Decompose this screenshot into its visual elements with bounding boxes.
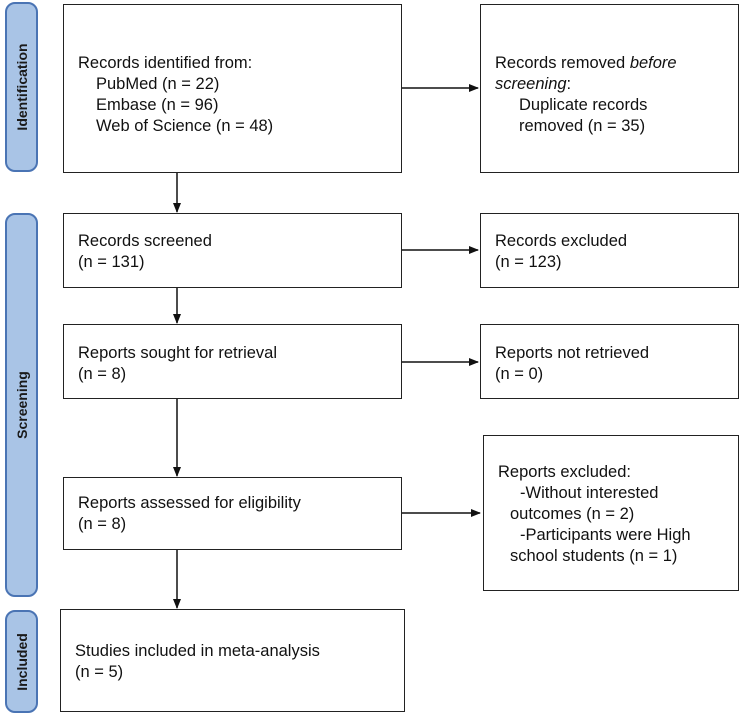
reports-excluded-title: Reports excluded: (498, 463, 631, 481)
records-removed-box: Records removed before screening: Duplic… (480, 4, 739, 173)
records-excluded-count: (n = 123) (495, 253, 562, 271)
records-removed-detail-1: Duplicate records (519, 96, 648, 114)
reports-not-retrieved-title: Reports not retrieved (495, 344, 650, 362)
reports-sought-count: (n = 8) (78, 365, 127, 383)
reports-excluded-box: Reports excluded: -Without interested ou… (483, 435, 739, 591)
phase-screening: Screening (5, 213, 38, 597)
records-screened-count: (n = 131) (78, 253, 145, 271)
studies-included-count: (n = 5) (75, 663, 124, 681)
source-pubmed: PubMed (n = 22) (96, 75, 220, 93)
phase-included: Included (5, 610, 38, 713)
reports-assessed-count: (n = 8) (78, 515, 127, 533)
records-removed-title: Records removed before (495, 54, 677, 72)
records-screened-title: Records screened (78, 232, 212, 250)
reports-excluded-reason-1-cont: outcomes (n = 2) (510, 505, 635, 523)
records-identified-title: Records identified from: (78, 54, 253, 72)
reports-assessed-title: Reports assessed for eligibility (78, 494, 301, 512)
reports-not-retrieved-box: Reports not retrieved (n = 0) (480, 324, 739, 399)
reports-assessed-box: Reports assessed for eligibility (n = 8) (63, 477, 402, 550)
reports-sought-box: Reports sought for retrieval (n = 8) (63, 324, 402, 399)
records-identified-box: Records identified from: PubMed (n = 22)… (63, 4, 402, 173)
records-screened-box: Records screened (n = 131) (63, 213, 402, 288)
reports-excluded-reason-2-cont: school students (n = 1) (510, 547, 678, 565)
reports-excluded-reason-1: -Without interested (520, 484, 659, 502)
phase-identification: Identification (5, 2, 38, 172)
reports-not-retrieved-count: (n = 0) (495, 365, 544, 383)
source-embase: Embase (n = 96) (96, 96, 219, 114)
records-excluded-box: Records excluded (n = 123) (480, 213, 739, 288)
studies-included-box: Studies included in meta-analysis (n = 5… (60, 609, 405, 712)
records-removed-detail-2: removed (n = 35) (519, 117, 646, 135)
reports-sought-title: Reports sought for retrieval (78, 344, 278, 362)
studies-included-title: Studies included in meta-analysis (75, 642, 320, 660)
source-web-of-science: Web of Science (n = 48) (96, 117, 274, 135)
records-removed-title-cont: screening: (495, 75, 572, 93)
reports-excluded-reason-2: -Participants were High (520, 526, 691, 544)
records-excluded-title: Records excluded (495, 232, 628, 250)
